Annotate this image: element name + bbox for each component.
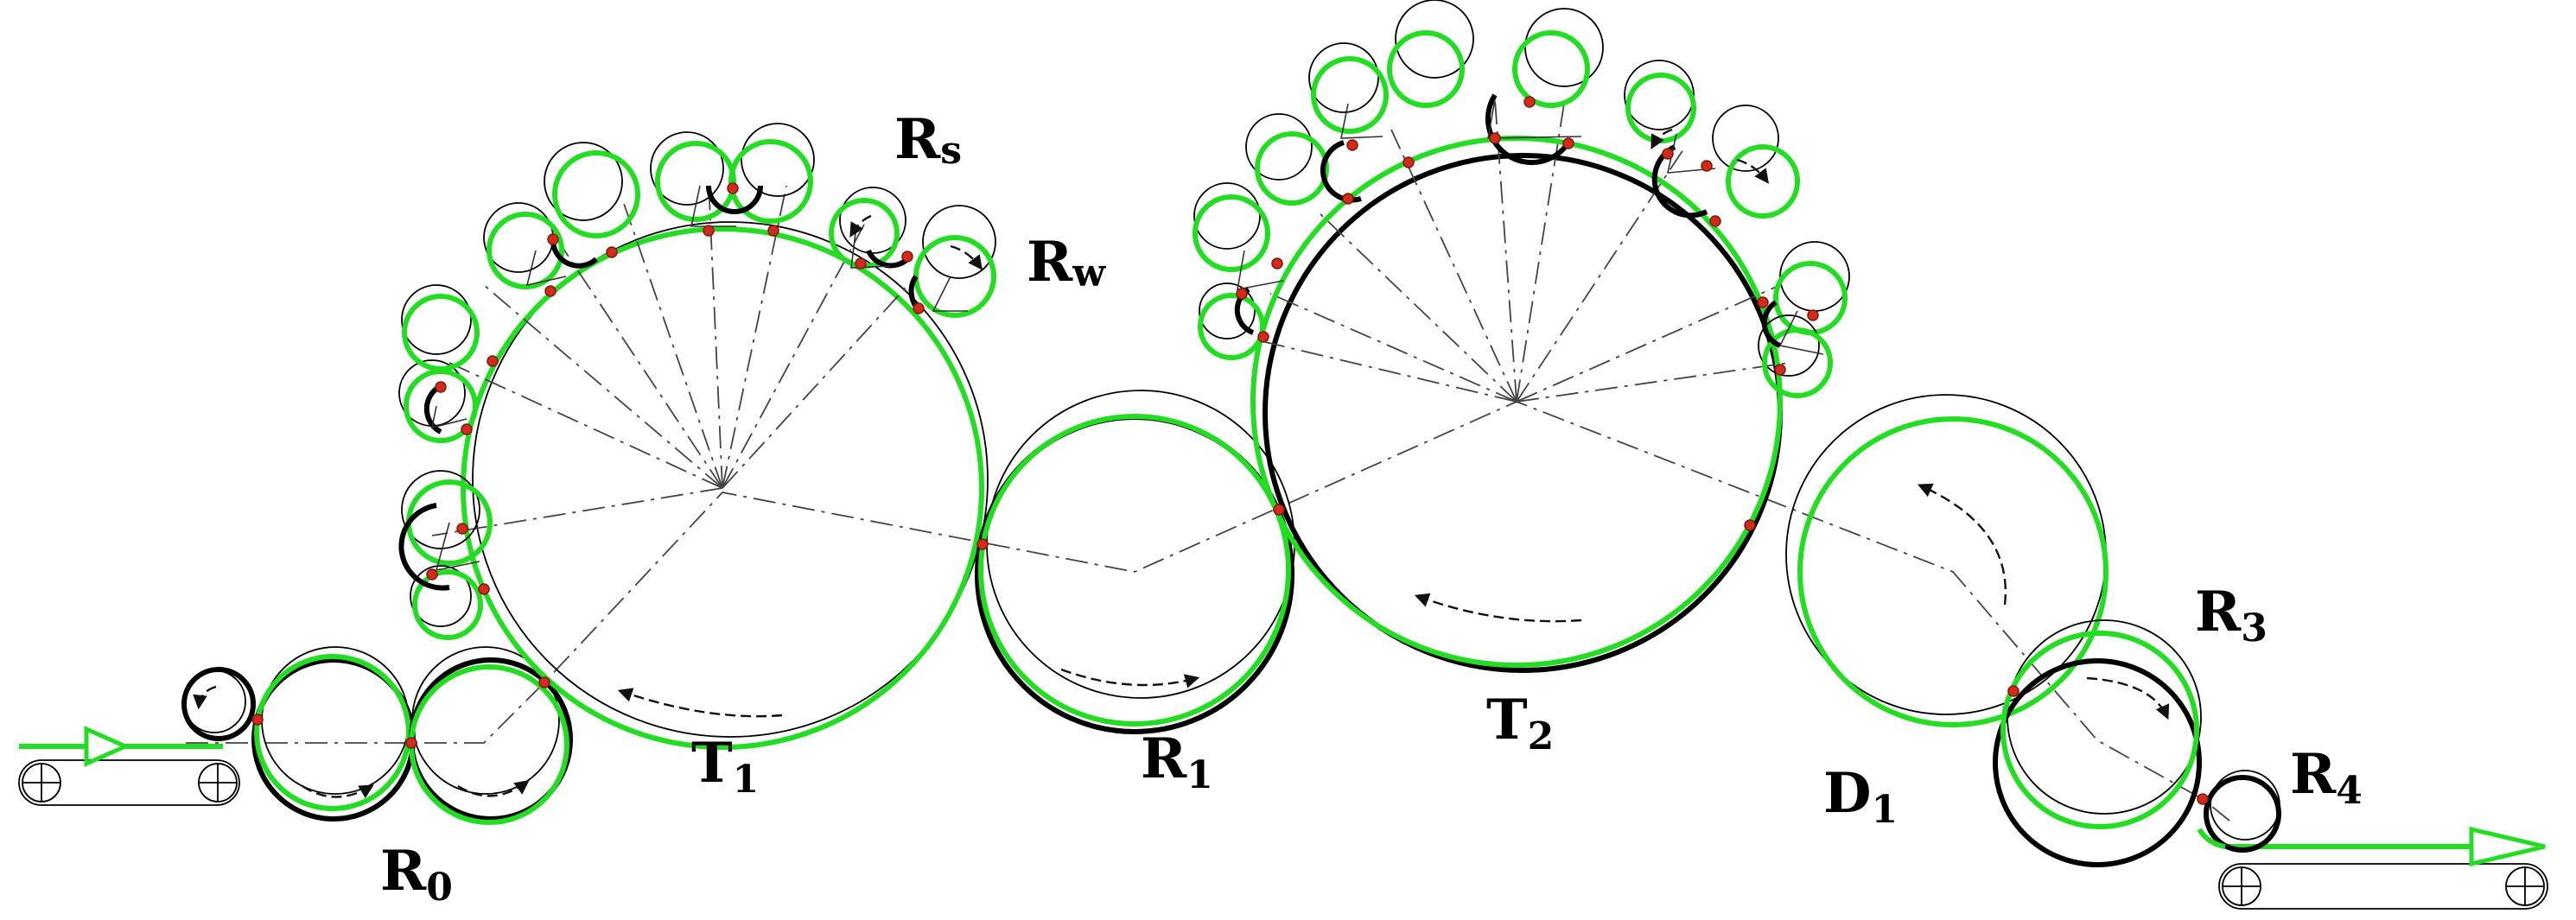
turret-t2 — [1193, 0, 1850, 673]
turret-t1 — [251, 123, 996, 750]
label-d1: D1 — [1823, 761, 1898, 832]
input-conveyor — [18, 726, 240, 806]
wheel-d1 — [1744, 394, 2109, 727]
label-r4: R4 — [2290, 742, 2363, 813]
wheel-r1 — [975, 390, 1295, 734]
label-r0: R0 — [380, 839, 453, 910]
label-r3: R3 — [2195, 580, 2268, 650]
label-rs: Rs — [894, 107, 962, 173]
wheel-r4 — [2197, 770, 2281, 853]
label-t2: T2 — [1486, 688, 1554, 758]
label-rw: Rw — [1027, 230, 1106, 295]
wheel-r3 — [1993, 619, 2202, 867]
label-t1: T1 — [691, 731, 759, 802]
wheel-r0 — [181, 646, 573, 825]
label-r1: R1 — [1141, 726, 1213, 797]
center-line — [186, 401, 2230, 822]
output-conveyor — [2218, 826, 2548, 910]
